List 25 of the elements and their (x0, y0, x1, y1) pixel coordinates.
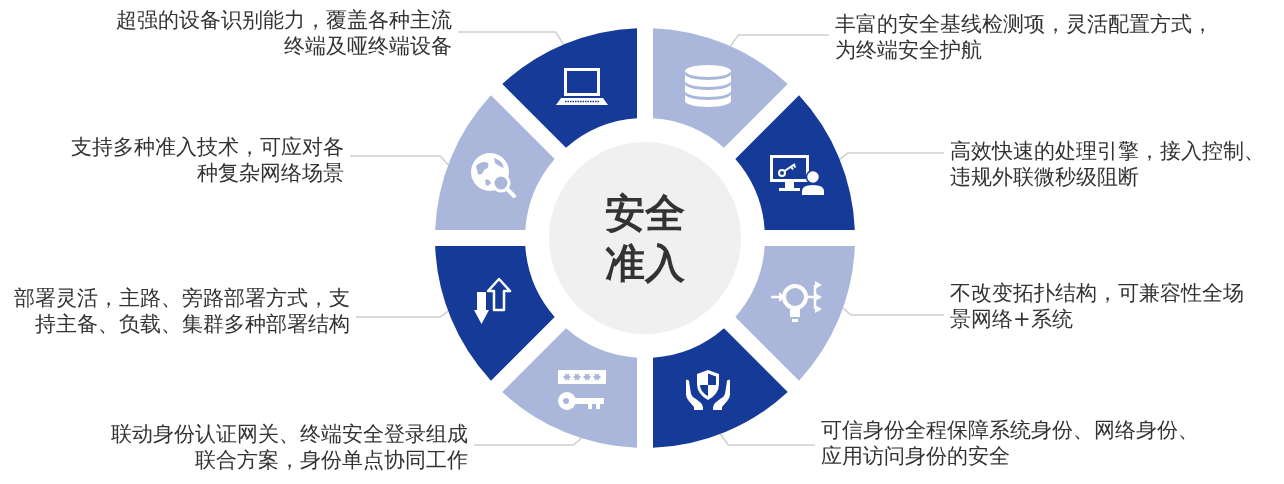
leader-line (842, 307, 945, 316)
leader-line (473, 437, 583, 446)
ring-segment (502, 328, 637, 448)
description-text: 支持多种准入技术，可应对各种复杂网络场景 (61, 134, 344, 186)
description-text: 超强的设备识别能力，覆盖各种主流终端及哑终端设备 (106, 7, 452, 59)
ring-segment (735, 246, 855, 381)
ring-segment (653, 28, 788, 148)
leader-line (838, 152, 945, 161)
ring-segment (435, 246, 555, 381)
center-circle: 安全准入 (549, 142, 741, 334)
leader-line (729, 34, 830, 47)
description-text: 部署灵活，主路、旁路部署方式，支持主备、负载、集群多种部署结构 (4, 285, 350, 337)
leader-line (355, 310, 449, 318)
ring-segment (653, 328, 788, 448)
ring-segment (735, 95, 855, 230)
leader-line (457, 31, 565, 46)
ring-segment (502, 28, 637, 148)
description-text: 不改变拓扑结构，可兼容性全场景网络+系统 (950, 280, 1254, 332)
description-text: 丰富的安全基线检测项，灵活配置方式，为终端安全护航 (835, 11, 1223, 63)
ring-segment (435, 95, 555, 230)
leader-line (349, 155, 449, 166)
description-text: 联动身份认证网关、终端安全登录组成联合方案，身份单点协同工作 (101, 421, 468, 473)
description-text: 高效快速的处理引擎，接入控制、违规外联微秒级阻断 (950, 138, 1275, 190)
description-text: 可信身份全程保障系统身份、网络身份、应用访问身份的安全 (821, 417, 1209, 469)
leader-line (719, 433, 816, 446)
